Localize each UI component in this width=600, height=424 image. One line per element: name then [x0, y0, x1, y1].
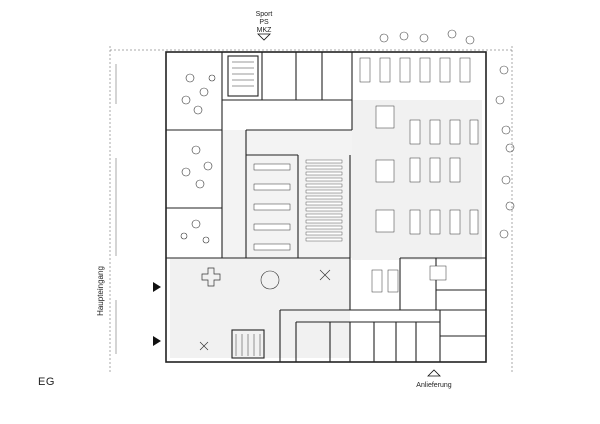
hall-markers — [199, 267, 331, 351]
walls — [166, 52, 486, 362]
workshop-furniture — [180, 73, 280, 290]
dimension-lines — [109, 46, 513, 372]
main-entrance-label: Haupteingang — [96, 266, 105, 316]
cafeteria-tables — [359, 57, 479, 293]
classroom-tables — [253, 163, 291, 251]
top-entrance-arrow — [257, 33, 271, 41]
central-hall-floor — [222, 130, 352, 258]
top-entrance-line-2: PS — [259, 19, 269, 26]
top-entrance-line-1: Sport — [255, 11, 273, 18]
entrance-arrows — [153, 282, 161, 346]
floor-level-label: EG — [38, 376, 55, 388]
outdoor-seating — [379, 29, 515, 239]
delivery-arrow — [427, 369, 441, 377]
delivery-label: Anlieferung — [416, 382, 452, 389]
top-entrance-line-3: MKZ — [256, 27, 272, 34]
stairs — [232, 61, 261, 356]
top-entrance-label: Sport PS MKZ — [244, 11, 284, 35]
auditorium-seating — [305, 159, 343, 242]
building-outline — [165, 51, 487, 363]
